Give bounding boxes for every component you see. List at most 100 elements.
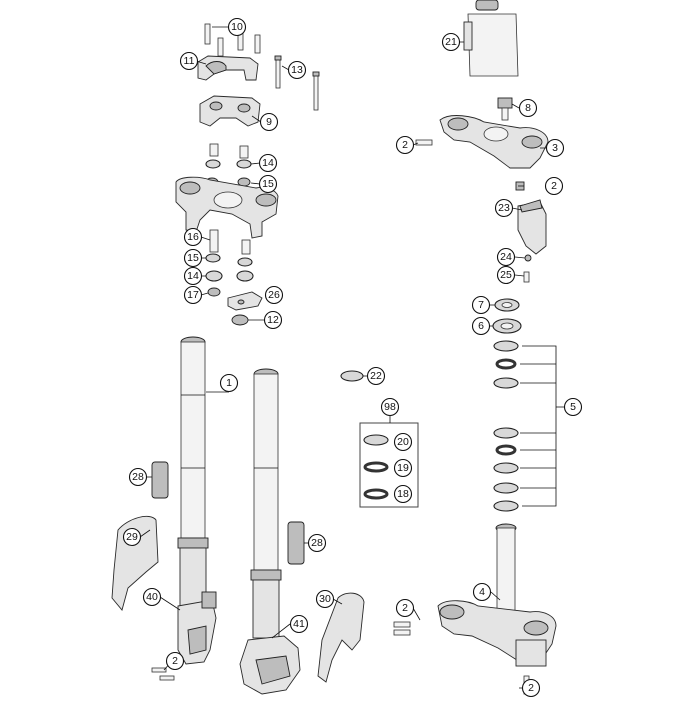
callout-40: 40 bbox=[142, 587, 162, 607]
callout-13-text: 13 bbox=[291, 64, 303, 76]
callout-24: 24 bbox=[496, 247, 516, 267]
upper-triple-clamp-3 bbox=[439, 115, 549, 169]
callout-23-text: 23 bbox=[498, 202, 510, 214]
callout-14-upper-text: 14 bbox=[262, 157, 274, 169]
callout-9-text: 9 bbox=[266, 116, 272, 128]
bolt-8 bbox=[497, 97, 513, 121]
callout-11: 11 bbox=[179, 51, 199, 71]
callout-14-lower-text: 14 bbox=[187, 270, 199, 282]
protector-pad-28-right bbox=[287, 521, 305, 565]
callout-8: 8 bbox=[518, 98, 538, 118]
callout-29: 29 bbox=[122, 527, 142, 547]
bushings-lower bbox=[205, 229, 276, 326]
protector-pad-28-left bbox=[151, 461, 169, 499]
callout-29-text: 29 bbox=[126, 531, 138, 543]
callout-9: 9 bbox=[259, 112, 279, 132]
callout-2-stem-text: 2 bbox=[402, 602, 408, 614]
callout-24-text: 24 bbox=[500, 251, 512, 263]
seal-22 bbox=[340, 370, 364, 382]
callout-15-upper-text: 15 bbox=[262, 178, 274, 190]
bolt-13 bbox=[274, 55, 320, 111]
callout-15-lower-text: 15 bbox=[187, 252, 199, 264]
callout-40-text: 40 bbox=[146, 591, 158, 603]
callout-7-text: 7 bbox=[478, 299, 484, 311]
callout-21: 21 bbox=[441, 32, 461, 52]
callout-25: 25 bbox=[496, 265, 516, 285]
callout-2-bottom-right-text: 2 bbox=[528, 682, 534, 694]
callout-20-text: 20 bbox=[397, 436, 409, 448]
seal-kit-98 bbox=[359, 416, 419, 508]
handlebar-clamp-upper bbox=[197, 23, 261, 81]
callout-14-lower: 14 bbox=[183, 266, 203, 286]
callout-20: 20 bbox=[393, 432, 413, 452]
callout-13: 13 bbox=[287, 60, 307, 80]
callout-26-text: 26 bbox=[268, 289, 280, 301]
callout-4: 4 bbox=[472, 582, 492, 602]
callout-22: 22 bbox=[366, 366, 386, 386]
screws-24-25 bbox=[523, 254, 532, 283]
callout-5-text: 5 bbox=[570, 401, 576, 413]
callout-17-text: 17 bbox=[187, 289, 199, 301]
callout-2-bottom-left-text: 2 bbox=[172, 655, 178, 667]
callout-6: 6 bbox=[471, 316, 491, 336]
callout-7: 7 bbox=[471, 295, 491, 315]
steering-stem-4 bbox=[437, 523, 557, 667]
callout-19-text: 19 bbox=[397, 462, 409, 474]
callout-15-lower: 15 bbox=[183, 248, 203, 268]
callout-2-clamp-right-text: 2 bbox=[551, 180, 557, 192]
callout-2-clamp-left-text: 2 bbox=[402, 139, 408, 151]
callout-2-clamp-right: 2 bbox=[544, 176, 564, 196]
washers-upper bbox=[205, 143, 252, 187]
callout-16-text: 16 bbox=[187, 231, 199, 243]
fork-leg-left bbox=[177, 336, 217, 665]
callout-12-text: 12 bbox=[267, 314, 279, 326]
callout-28-right-text: 28 bbox=[311, 537, 323, 549]
callout-98: 98 bbox=[380, 397, 400, 417]
bracket-5 bbox=[520, 345, 564, 507]
bearing-stack bbox=[492, 298, 522, 512]
callout-28-left-text: 28 bbox=[132, 471, 144, 483]
callout-22-text: 22 bbox=[370, 370, 382, 382]
callout-3: 3 bbox=[545, 138, 565, 158]
triple-clamp-left bbox=[175, 176, 279, 239]
oil-bottle-21 bbox=[463, 0, 519, 77]
callout-41-text: 41 bbox=[293, 618, 305, 630]
bolt-2-left bbox=[415, 139, 433, 146]
callout-14-upper: 14 bbox=[258, 153, 278, 173]
callout-25-text: 25 bbox=[500, 269, 512, 281]
callout-5: 5 bbox=[563, 397, 583, 417]
callout-98-text: 98 bbox=[384, 401, 396, 413]
callout-11-text: 11 bbox=[184, 55, 195, 67]
callout-2-bottom-left: 2 bbox=[165, 651, 185, 671]
callout-23: 23 bbox=[494, 198, 514, 218]
callout-30-text: 30 bbox=[319, 593, 331, 605]
callout-2-bottom-right: 2 bbox=[521, 678, 541, 698]
callout-6-text: 6 bbox=[478, 320, 484, 332]
callout-28-left: 28 bbox=[128, 467, 148, 487]
callout-19: 19 bbox=[393, 458, 413, 478]
bolts-bottom-left bbox=[151, 667, 175, 681]
handlebar-clamp-lower bbox=[199, 95, 261, 127]
steering-damper-23 bbox=[517, 199, 547, 255]
fork-guard-30 bbox=[317, 592, 365, 683]
callout-28-right: 28 bbox=[307, 533, 327, 553]
callout-18: 18 bbox=[393, 484, 413, 504]
callout-1: 1 bbox=[219, 373, 239, 393]
callout-10: 10 bbox=[227, 17, 247, 37]
callout-21-text: 21 bbox=[445, 36, 457, 48]
callout-26: 26 bbox=[264, 285, 284, 305]
callout-17: 17 bbox=[183, 285, 203, 305]
callout-3-text: 3 bbox=[552, 142, 558, 154]
callout-15-upper: 15 bbox=[258, 174, 278, 194]
callout-10-text: 10 bbox=[231, 21, 243, 33]
callout-2-stem: 2 bbox=[395, 598, 415, 618]
callout-1-text: 1 bbox=[226, 377, 232, 389]
callout-12: 12 bbox=[263, 310, 283, 330]
callout-16: 16 bbox=[183, 227, 203, 247]
fork-leg-right bbox=[239, 368, 301, 695]
callout-30: 30 bbox=[315, 589, 335, 609]
callout-18-text: 18 bbox=[397, 488, 409, 500]
callout-41: 41 bbox=[289, 614, 309, 634]
